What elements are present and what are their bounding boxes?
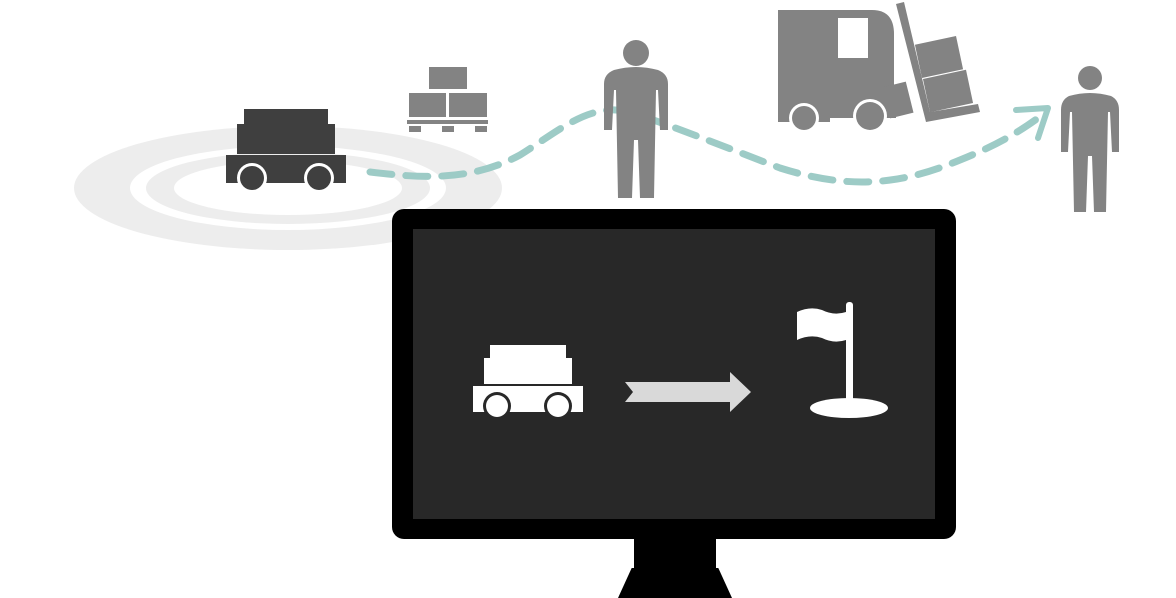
robot-cart-icon <box>226 109 346 193</box>
person-icon <box>604 40 668 198</box>
hand-truck-icon <box>882 2 980 122</box>
screen-cart-icon <box>473 345 583 420</box>
delivery-path <box>366 106 1042 186</box>
delivery-truck-icon <box>778 10 896 133</box>
goal-flag-icon <box>797 302 888 418</box>
path-arrowhead-icon <box>1013 105 1051 141</box>
destination-person-icon <box>1061 66 1119 212</box>
monitor-stand-neck <box>634 536 716 570</box>
right-arrow-icon <box>625 372 751 412</box>
monitor-stand-base <box>618 568 732 598</box>
box-pallet-icon <box>407 67 488 132</box>
